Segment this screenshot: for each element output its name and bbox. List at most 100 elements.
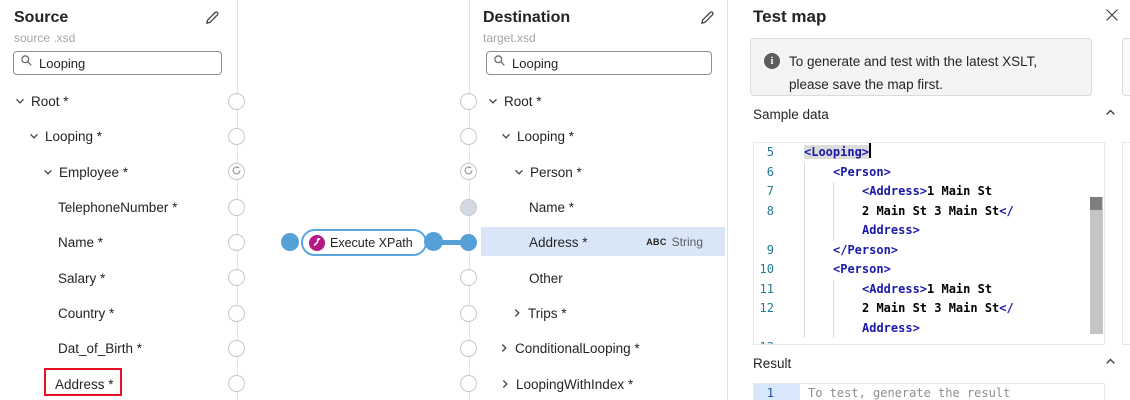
destination-tree-item-trips[interactable]: Trips * — [511, 299, 567, 327]
execute-xpath-function-node[interactable]: Execute XPath — [301, 229, 427, 256]
chevron-down-icon[interactable] — [14, 95, 26, 107]
node-type-badge: ABC String — [646, 227, 703, 256]
sample-data-editor[interactable]: 5 <Looping> 6 <Person> 7 <Address>1 Main… — [753, 142, 1105, 345]
chevron-up-icon — [1104, 107, 1117, 122]
source-connector-telephonenumber[interactable] — [228, 199, 245, 216]
source-connector-name[interactable] — [228, 234, 245, 251]
loop-arrow-icon — [231, 163, 242, 181]
source-tree-item-telephonenumber[interactable]: TelephoneNumber * — [58, 193, 177, 221]
code-line: 13 — [754, 338, 1104, 344]
line-number: 1 — [754, 384, 800, 400]
result-collapse-button[interactable] — [1101, 354, 1119, 372]
destination-connector-person-loop[interactable] — [460, 163, 477, 180]
destination-tree-item-loopingwithindex[interactable]: LoopingWithIndex * — [499, 370, 633, 398]
source-connector-dat-of-birth[interactable] — [228, 340, 245, 357]
chevron-down-icon[interactable] — [513, 166, 525, 178]
tree-item-label: Dat_of_Birth * — [58, 340, 143, 356]
destination-tree-item-looping[interactable]: Looping * — [500, 122, 574, 150]
xml-tag: <Address> — [862, 184, 928, 198]
destination-tree-item-root[interactable]: Root * — [487, 87, 542, 115]
source-tree-item-name[interactable]: Name * — [58, 228, 103, 256]
tree-item-label: Salary * — [58, 270, 106, 286]
tree-item-label: Looping * — [517, 128, 575, 144]
tree-item-label: Employee * — [59, 164, 129, 180]
xml-tag: </ — [999, 301, 1014, 315]
connection-edge[interactable] — [432, 240, 469, 245]
indent-guide — [833, 279, 834, 299]
destination-connector-root[interactable] — [460, 93, 477, 110]
chevron-right-icon[interactable] — [499, 378, 511, 390]
destination-tree-item-name[interactable]: Name * — [529, 193, 574, 221]
destination-connector-conditionallooping[interactable] — [460, 340, 477, 357]
source-edit-button[interactable] — [202, 9, 222, 29]
indent-guide — [804, 318, 805, 338]
source-tree-item-country[interactable]: Country * — [58, 299, 114, 327]
chevron-down-icon[interactable] — [28, 130, 40, 142]
chevron-up-icon — [1104, 356, 1117, 371]
source-tree-item-looping[interactable]: Looping * — [28, 122, 102, 150]
indent-guide — [804, 240, 805, 260]
destination-search-input[interactable] — [512, 55, 705, 71]
xml-tag: <Address> — [862, 281, 928, 296]
chevron-down-icon[interactable] — [42, 166, 54, 178]
destination-tree-item-conditionallooping[interactable]: ConditionalLooping * — [498, 334, 640, 362]
source-connector-root[interactable] — [228, 93, 245, 110]
sample-data-collapse-button[interactable] — [1101, 105, 1119, 123]
source-connector-employee-loop[interactable] — [228, 163, 245, 180]
destination-connector-loopingwithindex[interactable] — [460, 375, 477, 392]
clipped-editor-sliver — [1122, 142, 1130, 345]
source-connector-address[interactable] — [228, 375, 245, 392]
xml-tag: </Person> — [833, 242, 899, 257]
code-line: 8 2 Main St 3 Main St</ — [754, 201, 1104, 221]
chevron-right-icon[interactable] — [511, 307, 523, 319]
destination-connector-trips[interactable] — [460, 305, 477, 322]
destination-connector-name[interactable] — [460, 199, 477, 216]
indent-guide — [833, 201, 834, 221]
code-line: 10 <Person> — [754, 260, 1104, 280]
result-editor[interactable]: 1 To test, generate the result — [753, 383, 1105, 400]
info-icon: i — [764, 53, 780, 69]
close-button[interactable] — [1101, 5, 1123, 27]
source-connector-country[interactable] — [228, 305, 245, 322]
destination-connector-looping[interactable] — [460, 128, 477, 145]
line-number: 6 — [766, 164, 774, 179]
code-line: 9 </Person> — [754, 240, 1104, 260]
clipped-banner-sliver — [1122, 38, 1130, 96]
scrollbar-thumb[interactable] — [1090, 197, 1103, 334]
source-search-input[interactable] — [39, 55, 215, 71]
tree-item-label: ConditionalLooping * — [515, 340, 640, 356]
destination-connector-other[interactable] — [460, 269, 477, 286]
destination-tree-item-other[interactable]: Other — [529, 264, 563, 292]
indent-guide — [833, 299, 834, 319]
source-tree-item-salary[interactable]: Salary * — [58, 264, 105, 292]
destination-tree-item-address[interactable]: Address * — [529, 228, 588, 256]
function-input-handle[interactable] — [281, 233, 299, 251]
source-tree-item-root[interactable]: Root * — [14, 87, 69, 115]
code-line-wrap: Address> — [754, 221, 1104, 241]
indent-guide — [804, 182, 805, 202]
source-connector-salary[interactable] — [228, 269, 245, 286]
destination-connector-address[interactable] — [460, 234, 477, 251]
scrollbar-cursor-mark — [1090, 197, 1102, 210]
source-tree-item-address[interactable]: Address * — [55, 370, 114, 398]
testmap-title: Test map — [753, 7, 827, 26]
tree-item-label: Name * — [529, 199, 575, 215]
tree-item-label: LoopingWithIndex * — [516, 376, 634, 392]
function-output-handle[interactable] — [424, 232, 443, 251]
pencil-icon — [699, 11, 716, 29]
code-line: 5 <Looping> — [754, 143, 1104, 163]
destination-tree-item-person[interactable]: Person * — [513, 158, 582, 186]
source-tree-item-employee[interactable]: Employee * — [42, 158, 128, 186]
destination-edit-button[interactable] — [697, 9, 717, 29]
chevron-right-icon[interactable] — [498, 342, 510, 354]
source-connector-looping[interactable] — [228, 128, 245, 145]
xml-text: 1 Main St — [927, 184, 993, 198]
chevron-down-icon[interactable] — [500, 130, 512, 142]
line-number: 8 — [766, 203, 774, 218]
source-tree-item-dat-of-birth[interactable]: Dat_of_Birth * — [58, 334, 142, 362]
indent-guide — [804, 279, 805, 299]
line-number: 5 — [766, 145, 774, 159]
editor-scrollbar[interactable] — [1090, 143, 1104, 344]
code-line-wrap: Address> — [754, 318, 1104, 338]
chevron-down-icon[interactable] — [487, 95, 499, 107]
